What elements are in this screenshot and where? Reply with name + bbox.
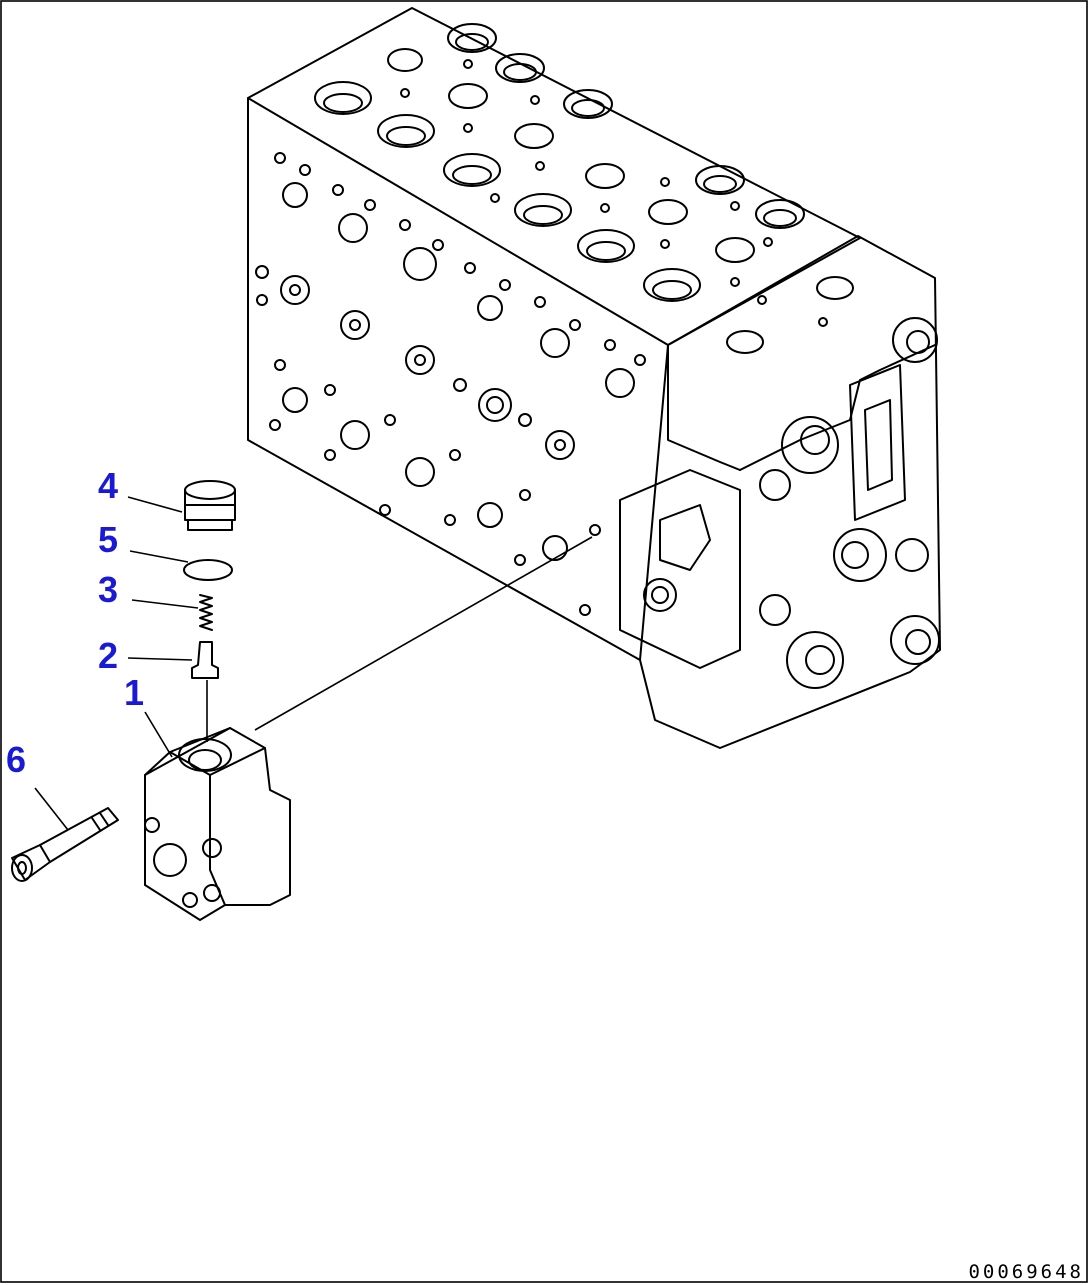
callout-4: 4 bbox=[98, 465, 118, 506]
callout-6: 6 bbox=[6, 739, 26, 780]
spring bbox=[199, 594, 213, 631]
plug bbox=[184, 480, 236, 531]
bolt bbox=[11, 807, 119, 882]
callout-2: 2 bbox=[98, 635, 118, 676]
control-valve-body bbox=[247, 7, 941, 749]
drawing-code: 00069648 bbox=[968, 1261, 1084, 1283]
poppet bbox=[191, 641, 219, 679]
leader-lines bbox=[34, 496, 199, 831]
assembly-lines bbox=[206, 536, 593, 742]
callout-3: 3 bbox=[98, 569, 118, 610]
relief-valve-body bbox=[144, 727, 291, 921]
o-ring bbox=[183, 559, 233, 581]
callout-5: 5 bbox=[98, 519, 118, 560]
callout-1: 1 bbox=[124, 672, 144, 713]
